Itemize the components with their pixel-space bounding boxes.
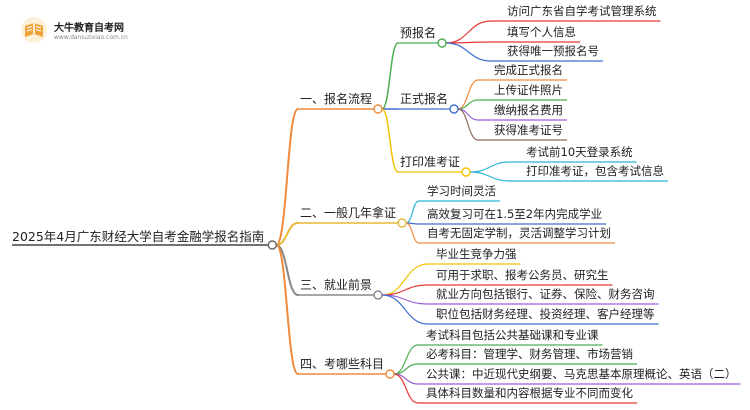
leaf-label: 访问广东省自学考试管理系统 [507,4,657,18]
branch-label: 一、报名流程 [300,91,372,106]
site-logo: 大牛教育自考网 www.daniuzixiao.com.cn [18,14,148,48]
leaf-label: 自考无固定学制，灵活调整学习计划 [427,226,611,240]
root-topic: 2025年4月广东财经大学自考金融学报名指南 [12,229,264,244]
leaf-label: 必考科目：管理学、财务管理、市场营销 [426,347,633,361]
branch-node [397,218,407,228]
book-logo-icon [21,17,47,43]
branch-label: 二、一般几年拿证 [300,205,396,220]
leaf-label: 考试前10天登录系统 [526,145,633,159]
branch-node [373,290,383,300]
leaf-label: 高效复习可在1.5至2年内完成学业 [427,207,602,221]
branch-label: 四、考哪些科目 [300,357,384,371]
leaf-label: 填写个人信息 [507,25,576,39]
logo-title: 大牛教育自考网 [54,23,124,34]
sub-branch-label: 打印准考证 [400,155,460,169]
branch-node [373,104,383,114]
branch-node [385,369,395,379]
leaf-label: 毕业生竞争力强 [436,247,517,261]
leaf-label: 缴纳报名费用 [494,103,563,117]
leaf-label: 完成正式报名 [494,63,563,77]
leaf-label: 考试科目包括公共基础课和专业课 [426,328,599,342]
leaf-label: 职位包括财务经理、投资经理、客户经理等 [436,307,655,321]
sub-branch-node [461,167,471,177]
leaf-label: 学习时间灵活 [427,184,496,198]
sub-branch-node [449,104,459,114]
leaf-label: 获得准考证号 [494,123,563,137]
leaf-label: 就业方向包括银行、证券、保险、财务咨询 [436,287,655,301]
leaf-label: 可用于求职、报考公务员、研究生 [436,268,609,282]
leaf-label: 公共课：中近现代史纲要、马克思基本原理概论、英语（二） [426,367,737,381]
leaf-label: 上传证件照片 [494,83,563,97]
leaf-label: 获得唯一预报名号 [507,44,599,58]
logo-url: www.daniuzixiao.com.cn [54,34,128,41]
root-node [267,240,277,250]
leaf-label: 打印准考证，包含考试信息 [526,164,664,178]
sub-branch-node [437,38,447,48]
sub-branch-label: 预报名 [400,25,436,40]
leaf-label: 具体科目数量和内容根据专业不同而变化 [426,386,633,400]
sub-branch-label: 正式报名 [400,91,448,106]
branch-label: 三、就业前景 [300,277,372,292]
